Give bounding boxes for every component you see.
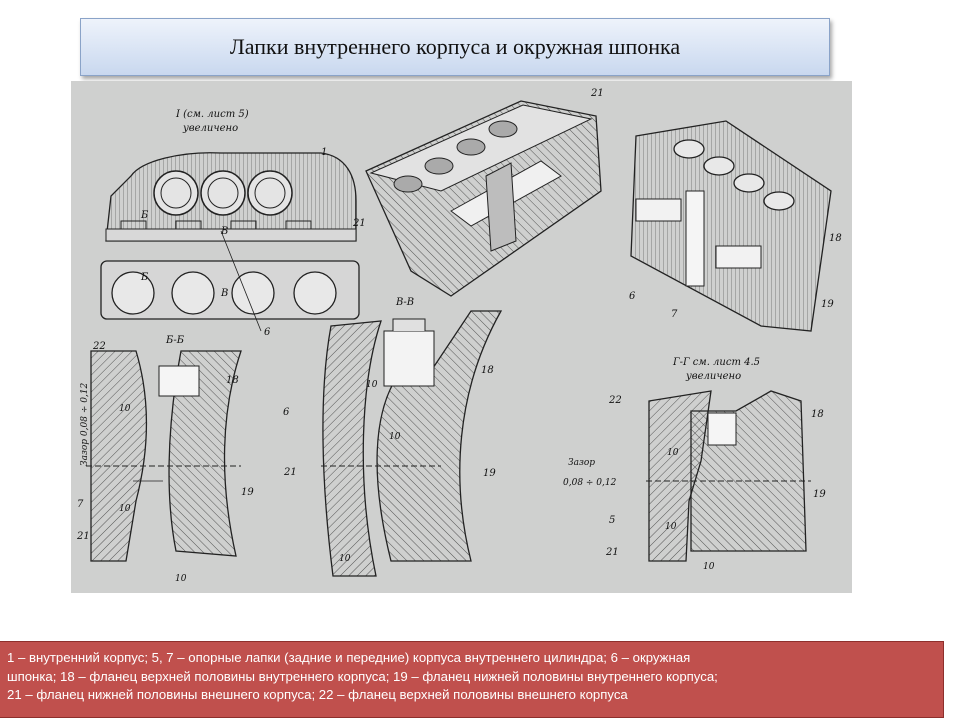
dim-10-a: 10 — [119, 404, 131, 414]
gap-label-left: Зазор 0,08 ÷ 0,12 — [80, 382, 90, 466]
part-7-label-b: 7 — [77, 499, 84, 510]
dim-10-f: 10 — [339, 554, 351, 564]
detail-i-view: I (см. лист 5) увеличено 1 21 Б Б В В 6 — [100, 109, 366, 338]
part-6-label-a: 6 — [264, 327, 271, 338]
part-21-label-a: 21 — [352, 218, 366, 229]
cut-mark-b-1: Б — [140, 210, 149, 221]
slide-title: Лапки внутреннего корпуса и окружная шпо… — [229, 34, 681, 59]
section-bb-view: Б-Б 22 18 10 7 10 19 21 10 Зазор 0,08 ÷ … — [76, 335, 254, 584]
cut-mark-v-1: В — [220, 226, 228, 237]
cut-mark-v-2: В — [220, 288, 228, 299]
part-22-label-b: 22 — [608, 395, 622, 406]
drawing-canvas: I (см. лист 5) увеличено 1 21 Б Б В В 6 — [76, 88, 842, 584]
isometric-view-right: 18 6 7 19 — [629, 120, 842, 332]
dim-10-h: 10 — [665, 522, 677, 532]
technical-drawing: I (см. лист 5) увеличено 1 21 Б Б В В 6 — [71, 81, 852, 593]
gap-value-right: 0,08 ÷ 0,12 — [563, 478, 617, 488]
caption-line-3: 21 – фланец нижней половины внешнего кор… — [7, 687, 628, 702]
part-21-label-c: 21 — [76, 531, 90, 542]
section-vv-view: В-В 18 10 6 10 21 19 10 — [283, 297, 503, 577]
caption-line-2: шпонка; 18 – фланец верхней половины вну… — [7, 668, 718, 684]
part-21-label-b: 21 — [590, 88, 604, 99]
section-gg-label: Г-Г см. лист 4.5 — [672, 357, 760, 368]
section-gg-sublabel: увеличено — [685, 371, 741, 382]
caption-box: 1 – внутренний корпус; 5, 7 – опорные ла… — [0, 641, 944, 718]
caption-line-1: 1 – внутренний корпус; 5, 7 – опорные ла… — [7, 650, 691, 665]
part-18-label-d: 18 — [811, 409, 824, 420]
dim-10-i: 10 — [703, 562, 715, 572]
part-6-label-b: 6 — [629, 291, 636, 302]
detail-i-sublabel: увеличено — [182, 123, 238, 134]
dim-10-g: 10 — [667, 448, 679, 458]
isometric-view-middle: 21 — [365, 88, 604, 297]
part-5-label: 5 — [609, 515, 615, 526]
dim-10-c: 10 — [175, 574, 187, 584]
part-1-label: 1 — [321, 147, 327, 158]
part-21-label-d: 21 — [283, 467, 297, 478]
dim-10-b: 10 — [119, 504, 131, 514]
dim-10-e: 10 — [389, 432, 401, 442]
part-19-label-c: 19 — [483, 468, 496, 479]
part-19-label-b: 19 — [241, 487, 254, 498]
section-gg-view: Г-Г см. лист 4.5 увеличено 22 18 10 Зазо… — [563, 357, 826, 572]
part-22-label-a: 22 — [92, 341, 106, 352]
part-19-label-d: 19 — [813, 489, 826, 500]
slide-title-box: Лапки внутреннего корпуса и окружная шпо… — [80, 18, 830, 76]
part-19-label-a: 19 — [821, 299, 834, 310]
part-7-label-a: 7 — [671, 309, 678, 320]
part-6-label-c: 6 — [283, 407, 290, 418]
part-21-label-e: 21 — [605, 547, 619, 558]
cut-mark-b-2: Б — [140, 272, 149, 283]
gap-label-right: Зазор — [568, 458, 595, 468]
dim-10-d: 10 — [366, 380, 378, 390]
part-18-label-b: 18 — [226, 375, 239, 386]
part-18-label-a: 18 — [829, 233, 842, 244]
section-bb-label: Б-Б — [165, 335, 185, 346]
section-vv-label: В-В — [395, 297, 414, 308]
detail-i-label: I (см. лист 5) — [175, 109, 249, 120]
part-18-label-c: 18 — [481, 365, 494, 376]
